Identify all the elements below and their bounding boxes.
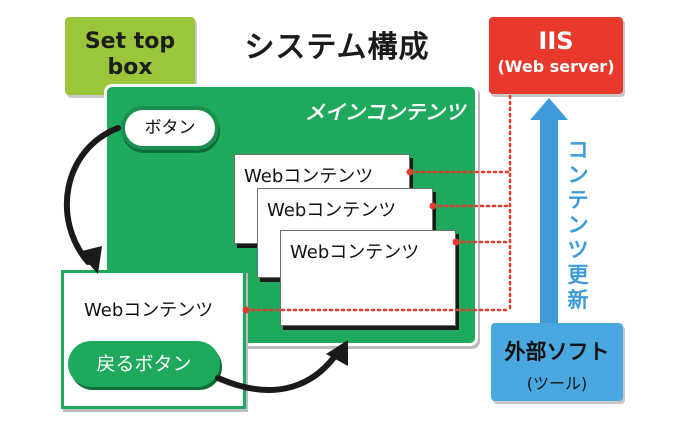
- web-content-panel-label: Webコンテンツ: [84, 300, 214, 321]
- back-button-node: 戻るボタン: [68, 341, 220, 387]
- update-arrow-shaft: [540, 118, 558, 323]
- external-tool-subtitle: (ツール): [526, 374, 588, 393]
- iis-title: IIS: [538, 27, 574, 55]
- external-tool-title: 外部ソフト: [504, 340, 610, 364]
- link-dot-card-3: [452, 238, 460, 246]
- flow-arrow-back-head: [326, 340, 348, 366]
- button-node: ボタン: [121, 106, 219, 150]
- iis-server-box: IIS (Web server): [489, 17, 623, 94]
- link-dot-panel: [242, 306, 250, 314]
- flow-arrow-to-panel: [64, 125, 121, 265]
- set-top-box-label: Set top box: [65, 17, 195, 95]
- set-top-box-line2: box: [107, 55, 153, 80]
- web-content-card-1-label: Webコンテンツ: [244, 166, 374, 187]
- link-dot-card-1: [406, 168, 414, 176]
- set-top-box-line1: Set top: [84, 29, 176, 54]
- update-char-3: テ: [567, 188, 589, 212]
- update-char-5: ツ: [567, 238, 589, 262]
- update-char-4: ン: [567, 213, 589, 237]
- flow-arrow-back: [215, 349, 341, 393]
- update-char-7: 新: [567, 288, 589, 312]
- main-contents-label: メインコンテンツ: [305, 100, 465, 124]
- flow-arrow-to-panel-head: [78, 246, 102, 274]
- web-content-card-2-label: Webコンテンツ: [267, 200, 397, 221]
- update-arrow-head: [530, 98, 568, 120]
- external-tool-box: 外部ソフト (ツール): [491, 323, 623, 401]
- update-char-1: コ: [567, 138, 589, 162]
- diagram-title: システム構成: [244, 30, 430, 65]
- iis-subtitle: (Web server): [497, 57, 615, 76]
- update-char-2: ン: [567, 163, 589, 187]
- web-content-card-3-label: Webコンテンツ: [290, 242, 420, 263]
- content-update-label: コ ン テ ン ツ 更 新: [560, 138, 596, 313]
- update-char-6: 更: [567, 263, 589, 287]
- link-dot-card-2: [429, 202, 437, 210]
